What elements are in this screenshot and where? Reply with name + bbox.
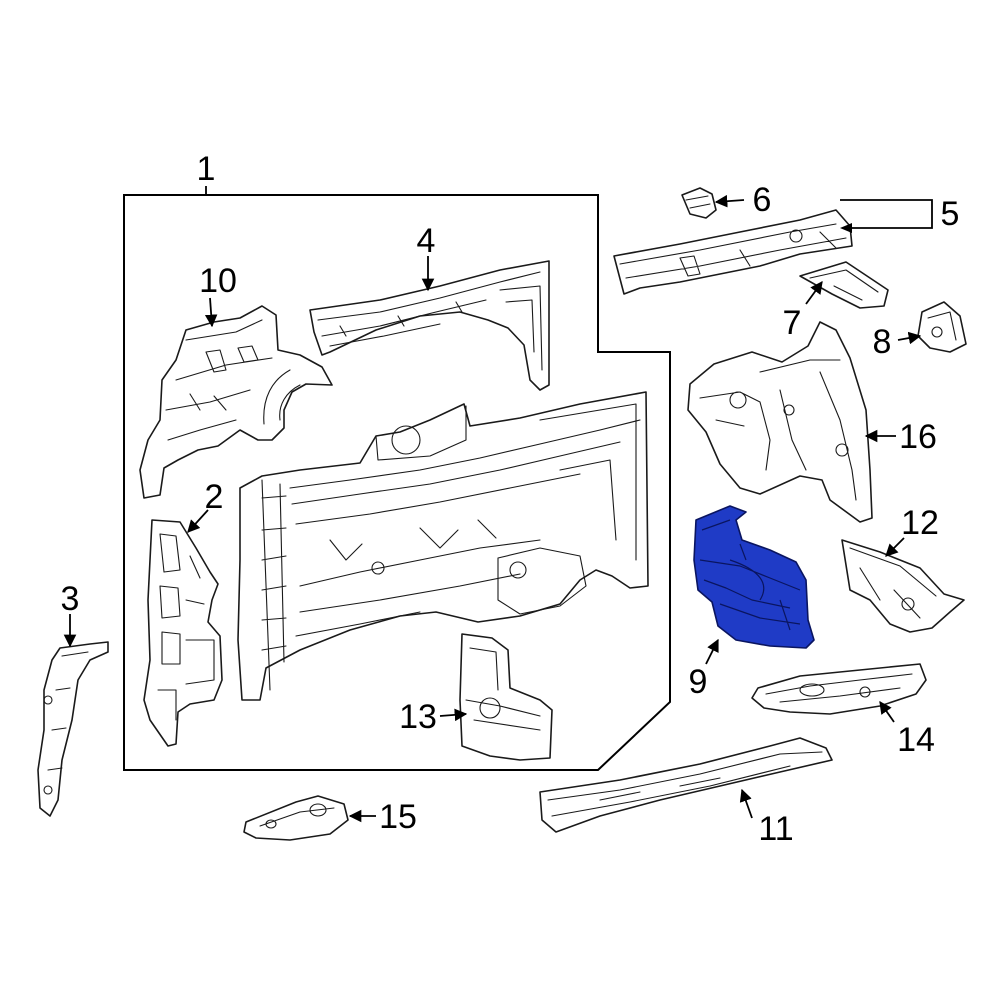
- part-8-plate[interactable]: [917, 301, 967, 353]
- callout-1: 1: [197, 150, 216, 188]
- leader-lines: [63, 186, 933, 823]
- part-9-highlighted[interactable]: [693, 505, 815, 649]
- part-5-rail-assembly[interactable]: [613, 209, 853, 295]
- leader-5-arrowhead: [840, 223, 852, 233]
- callout-10: 10: [199, 262, 237, 300]
- callout-9: 9: [689, 663, 708, 701]
- callout-6: 6: [753, 181, 772, 219]
- part-7-small-bracket[interactable]: [799, 261, 889, 309]
- leader-10: [204, 297, 218, 328]
- leader-6: [714, 194, 745, 208]
- part-1-main-apron-structure[interactable]: [237, 391, 649, 701]
- part-2-pillar-reinforcement[interactable]: [143, 519, 223, 747]
- leader-7: [805, 280, 823, 305]
- part-12-bracket[interactable]: [841, 539, 965, 633]
- callout-5: 5: [941, 195, 960, 233]
- part-4-upper-rail[interactable]: [309, 260, 550, 391]
- leader-14: [879, 700, 895, 723]
- part-14-rail[interactable]: [751, 663, 927, 715]
- leader-12: [885, 537, 905, 557]
- callout-15: 15: [379, 798, 417, 836]
- callout-labels: 1 2 3 4 5 6 7 8 9 10 11 12 13 14 15 16: [61, 150, 960, 848]
- leader-11: [739, 788, 753, 819]
- part-10-wheelhouse-upper[interactable]: [139, 305, 333, 499]
- leader-13: [439, 708, 468, 722]
- leader-9: [705, 638, 719, 665]
- part-6-clip[interactable]: [681, 187, 717, 219]
- callout-7: 7: [783, 304, 802, 342]
- part-13-bracket[interactable]: [459, 633, 553, 761]
- callout-12: 12: [901, 504, 939, 542]
- part-16-dash-panel[interactable]: [687, 321, 873, 523]
- leader-8: [897, 331, 922, 345]
- part-15-plate[interactable]: [243, 795, 349, 841]
- callout-2: 2: [205, 478, 224, 516]
- part-11-floor-rail[interactable]: [539, 737, 833, 833]
- callout-8: 8: [873, 323, 892, 361]
- leader-5-bracket: [840, 199, 933, 229]
- callout-16: 16: [899, 418, 937, 456]
- callout-13: 13: [399, 698, 437, 736]
- callout-3: 3: [61, 580, 80, 618]
- part-3-pillar[interactable]: [37, 641, 109, 817]
- callout-11: 11: [758, 810, 793, 848]
- callout-14: 14: [897, 721, 935, 759]
- leader-2: [187, 509, 209, 533]
- assembly-group-box: [123, 194, 671, 771]
- callout-4: 4: [417, 222, 436, 260]
